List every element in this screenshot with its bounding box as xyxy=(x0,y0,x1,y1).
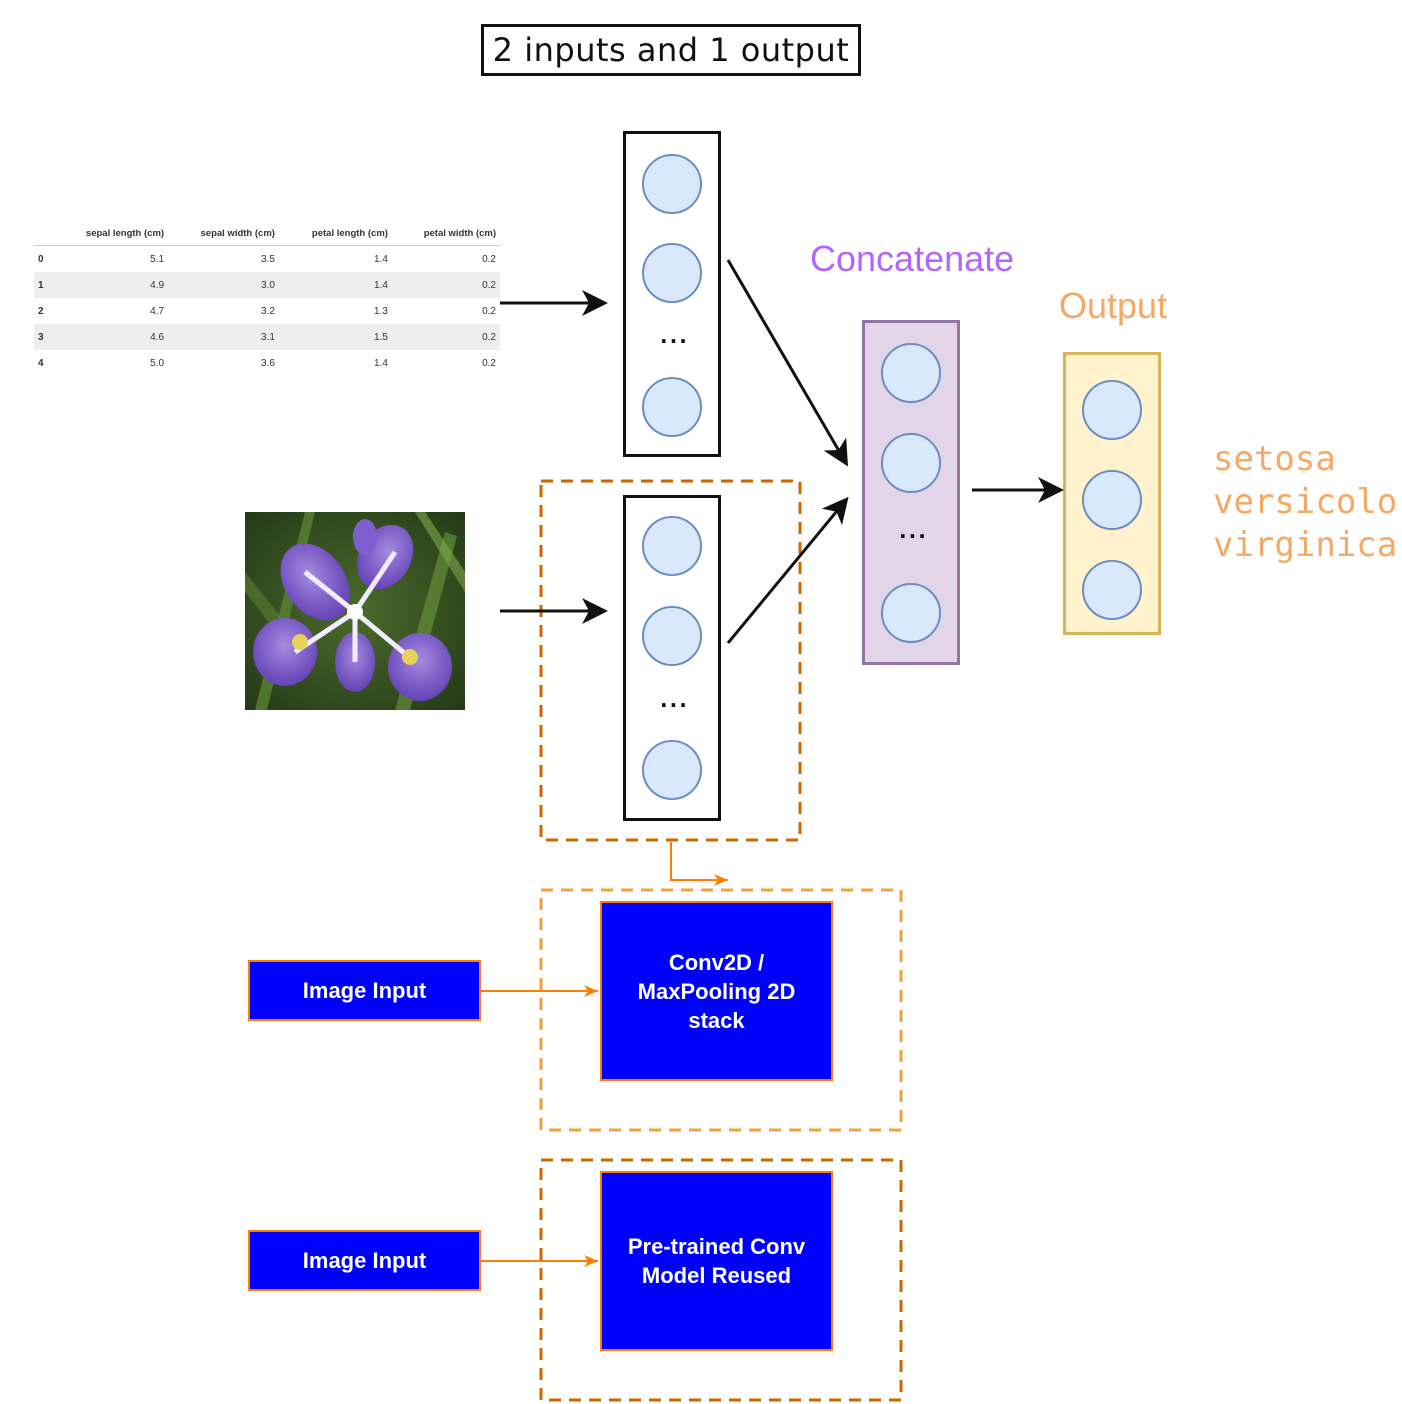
table-cell: 3 xyxy=(34,324,53,350)
neuron xyxy=(642,606,702,666)
table-cell: 3.2 xyxy=(261,305,275,317)
table-row: 4 5.0 3.6 1.4 0.2 xyxy=(34,350,500,376)
table-cell: 0.2 xyxy=(482,253,496,265)
concatenate-layer: ... xyxy=(862,320,960,665)
table-cell: 4.6 xyxy=(52,324,169,350)
ellipsis-text: ... xyxy=(899,519,928,543)
neuron xyxy=(642,243,702,303)
table-header-cell: sepal width (cm) xyxy=(168,224,279,246)
bottom-layer-to-concat-arrow xyxy=(726,496,849,644)
table-row: 2 4.7 3.2 1.3 0.2 xyxy=(34,298,500,324)
conv-stack-box: Conv2D / MaxPooling 2D stack xyxy=(600,901,833,1081)
table-header-cell: petal width (cm) xyxy=(391,224,500,246)
class-label: virginica xyxy=(1213,525,1398,565)
table-cell: 1.3 xyxy=(374,305,388,317)
top-layer-to-concat-arrow xyxy=(726,259,849,467)
table-cell: 0.2 xyxy=(391,272,500,298)
output-layer xyxy=(1063,352,1161,635)
concatenate-label: Concatenate xyxy=(810,238,1015,279)
tabular-dense-layer: ... xyxy=(623,131,721,457)
table-cell: 4.7 xyxy=(150,305,165,317)
table-cell: 1.4 xyxy=(374,253,388,265)
table-row: 1 4.9 3.0 1.4 0.2 xyxy=(34,272,500,298)
diagram-title: 2 inputs and 1 output xyxy=(481,24,861,76)
image-input-box: Image Input xyxy=(248,1230,481,1291)
neuron xyxy=(642,516,702,576)
neuron xyxy=(1082,470,1142,530)
table-cell: 4.9 xyxy=(52,272,169,298)
frame-to-conv-connector xyxy=(670,842,728,886)
neuron xyxy=(881,343,941,403)
iris-data-table: sepal length (cm) sepal width (cm) petal… xyxy=(34,224,500,376)
image-input-box: Image Input xyxy=(248,960,481,1021)
table-row: 3 4.6 3.1 1.5 0.2 xyxy=(34,324,500,350)
iris-flower-image xyxy=(245,512,465,710)
table-cell: 0.2 xyxy=(482,305,496,317)
table-cell: 5.1 xyxy=(150,253,165,265)
neuron xyxy=(642,154,702,214)
table-cell: 5.0 xyxy=(150,357,165,369)
table-header-cell xyxy=(34,224,53,246)
neuron xyxy=(642,740,702,800)
output-label: Output xyxy=(1059,285,1168,326)
table-cell: 2 xyxy=(38,305,44,317)
neuron xyxy=(1082,560,1142,620)
neuron xyxy=(642,377,702,437)
table-cell: 3.5 xyxy=(261,253,275,265)
table-cell: 3.1 xyxy=(168,324,279,350)
class-labels: setosa versicolor virginica xyxy=(1213,438,1402,567)
table-cell: 3.0 xyxy=(168,272,279,298)
table-cell: 4 xyxy=(38,357,44,369)
table-cell: 0.2 xyxy=(391,324,500,350)
ellipsis-text: ... xyxy=(660,688,689,712)
pretrained-model-box: Pre-trained Conv Model Reused xyxy=(600,1171,833,1351)
table-cell: 1.5 xyxy=(278,324,392,350)
class-label: setosa xyxy=(1213,439,1336,479)
table-cell: 1 xyxy=(34,272,53,298)
table-header-row: sepal length (cm) sepal width (cm) petal… xyxy=(34,224,500,246)
table-header-cell: sepal length (cm) xyxy=(52,224,169,246)
table-cell: 0.2 xyxy=(482,357,496,369)
table-cell: 1.4 xyxy=(374,357,388,369)
neuron xyxy=(881,583,941,643)
table-header-cell: petal length (cm) xyxy=(278,224,392,246)
table-cell: 1.4 xyxy=(278,272,392,298)
table-row: 0 5.1 3.5 1.4 0.2 xyxy=(34,246,500,273)
image-dense-layer: ... xyxy=(623,495,721,821)
table-cell: 3.6 xyxy=(261,357,275,369)
table-cell: 0 xyxy=(38,253,44,265)
class-label: versicolor xyxy=(1213,482,1402,522)
neuron xyxy=(881,433,941,493)
neuron xyxy=(1082,380,1142,440)
ellipsis-text: ... xyxy=(660,324,689,348)
